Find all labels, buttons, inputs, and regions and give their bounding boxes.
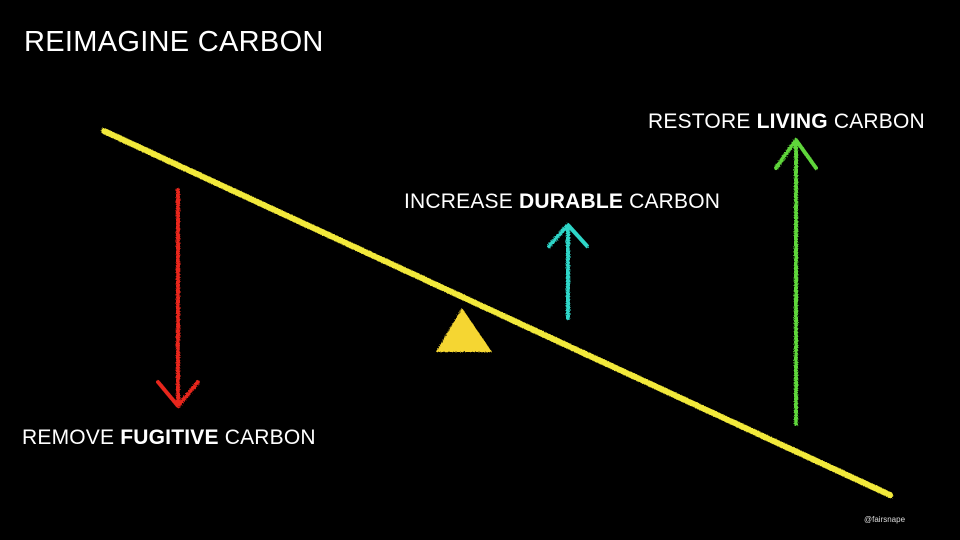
living-carbon-arrow-icon — [774, 138, 818, 426]
living-label-prefix: RESTORE — [648, 110, 757, 133]
durable-label-emphasis: DURABLE — [519, 190, 624, 213]
author-credit: @fairsnape — [864, 515, 906, 524]
durable-label-suffix: CARBON — [623, 190, 721, 213]
fugitive-label-suffix: CARBON — [218, 426, 316, 449]
remove-fugitive-carbon-label: REMOVE FUGITIVE CARBON — [22, 426, 316, 450]
living-label-suffix: CARBON — [827, 110, 925, 133]
durable-carbon-arrow-icon — [547, 223, 589, 320]
slide-title: REIMAGINE CARBON — [24, 26, 324, 58]
fugitive-carbon-arrow-icon — [156, 188, 200, 408]
fulcrum-triangle — [436, 308, 492, 352]
fugitive-label-emphasis: FUGITIVE — [120, 426, 219, 449]
living-label-emphasis: LIVING — [756, 110, 828, 133]
durable-label-prefix: INCREASE — [404, 190, 519, 213]
seesaw-beam — [101, 128, 893, 498]
fugitive-label-prefix: REMOVE — [22, 426, 121, 449]
restore-living-carbon-label: RESTORE LIVING CARBON — [648, 110, 925, 134]
increase-durable-carbon-label: INCREASE DURABLE CARBON — [404, 190, 720, 214]
